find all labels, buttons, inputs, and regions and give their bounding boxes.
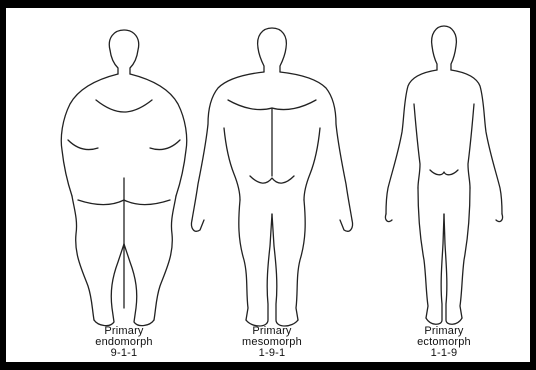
body-outlines	[6, 8, 530, 362]
ectomorph-figure	[385, 26, 502, 324]
somatotype-diagram: Primary endomorph 9-1-1 Primary mesomorp…	[6, 8, 530, 362]
ectomorph-caption: Primary ectomorph 1-1-9	[374, 326, 514, 359]
endomorph-rating-label: 9-1-1	[54, 348, 194, 359]
endomorph-caption: Primary endomorph 9-1-1	[54, 326, 194, 359]
mesomorph-rating-label: 1-9-1	[202, 348, 342, 359]
mesomorph-figure	[191, 28, 352, 326]
ectomorph-rating-label: 1-1-9	[374, 348, 514, 359]
mesomorph-caption: Primary mesomorph 1-9-1	[202, 326, 342, 359]
endomorph-figure	[61, 30, 186, 326]
